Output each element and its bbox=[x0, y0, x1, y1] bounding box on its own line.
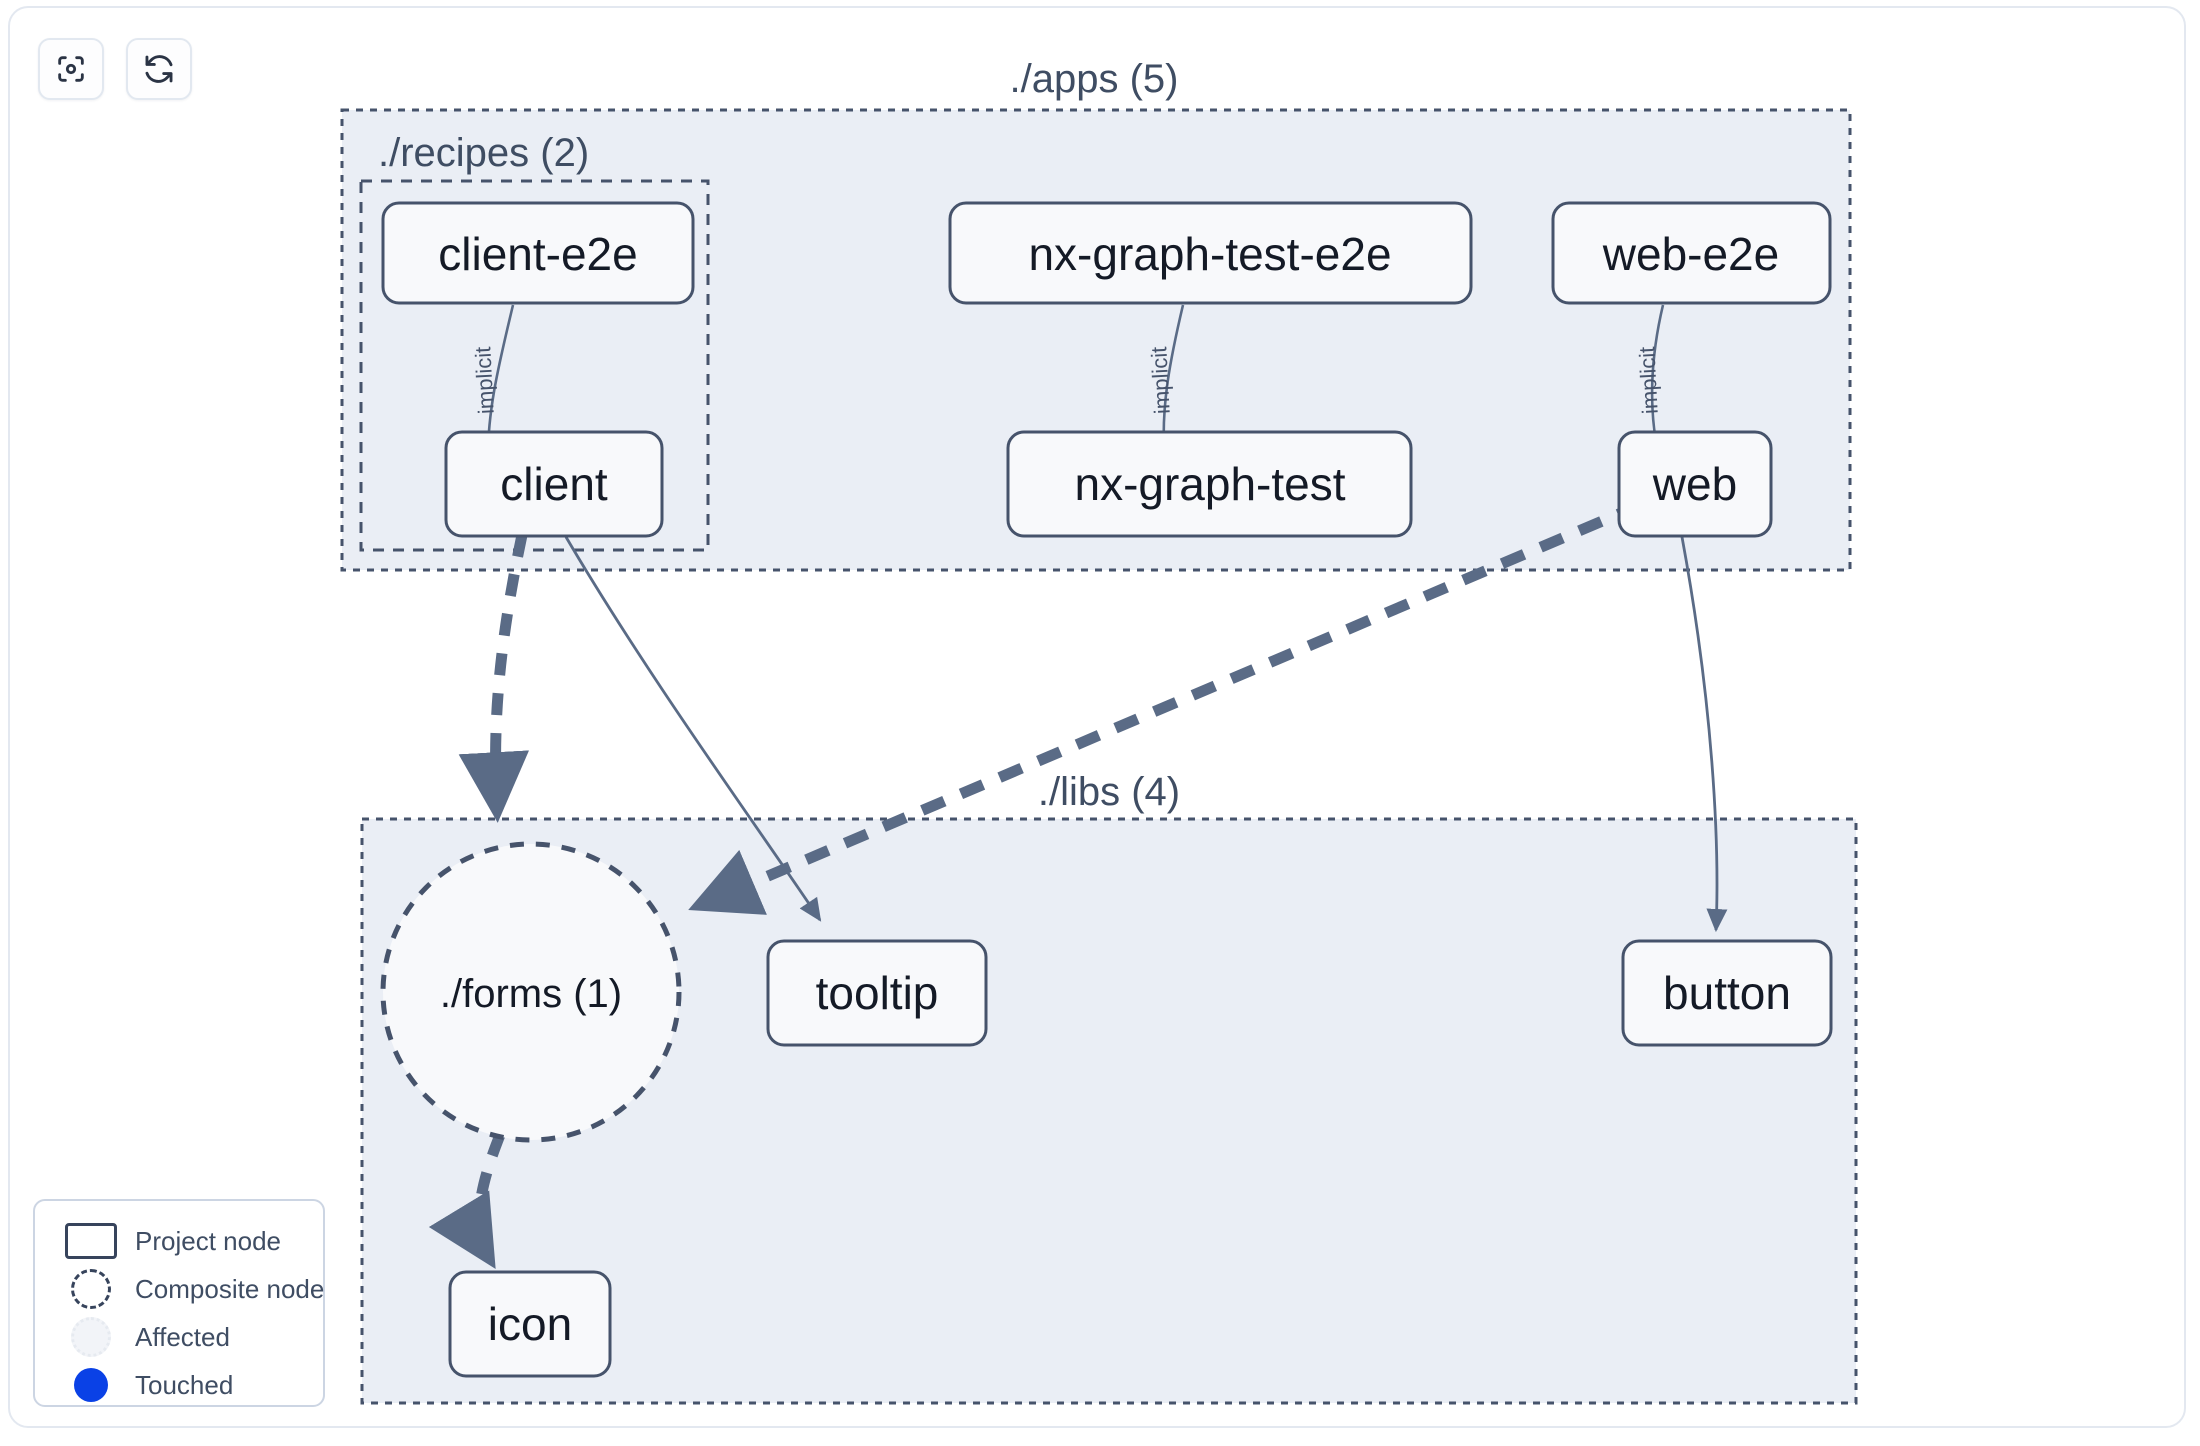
focus-graph-button[interactable] bbox=[38, 38, 104, 100]
node-label: tooltip bbox=[816, 967, 939, 1019]
edge-label-implicit: implicit bbox=[1634, 346, 1662, 414]
edge-label-implicit: implicit bbox=[1146, 346, 1174, 414]
edge-client-to-forms[interactable] bbox=[458, 533, 530, 823]
legend-item-touched: Touched bbox=[35, 1361, 323, 1409]
group-recipes-label: ./recipes (2) bbox=[378, 131, 589, 175]
legend-label: Touched bbox=[135, 1369, 234, 1400]
node-box bbox=[448, 1270, 612, 1378]
project-node-swatch bbox=[63, 1223, 119, 1259]
edge-client-to-tooltip[interactable] bbox=[564, 536, 822, 922]
graph-legend: Project node Composite node Affected Tou… bbox=[33, 1199, 325, 1407]
node-client[interactable]: client bbox=[444, 430, 664, 538]
node-web[interactable]: web bbox=[1617, 430, 1773, 538]
node-box bbox=[381, 201, 695, 305]
node-box bbox=[766, 939, 988, 1047]
legend-item-project-node: Project node bbox=[35, 1217, 323, 1265]
edge-forms-to-icon[interactable] bbox=[428, 1132, 506, 1269]
node-box bbox=[1006, 430, 1413, 538]
composite-node-swatch bbox=[63, 1269, 119, 1309]
node-box bbox=[1621, 939, 1833, 1047]
node-icon[interactable]: icon bbox=[448, 1270, 612, 1378]
legend-item-composite-node: Composite node bbox=[35, 1265, 325, 1313]
node-web-e2e[interactable]: web-e2e bbox=[1551, 201, 1832, 305]
edge-nx-graph-test-e2e-to-nx-graph-test[interactable]: implicit bbox=[1146, 304, 1185, 464]
node-box bbox=[1551, 201, 1832, 305]
legend-label: Project node bbox=[135, 1225, 281, 1256]
edge-path bbox=[458, 533, 530, 823]
touched-swatch bbox=[63, 1368, 119, 1402]
node-label: client bbox=[500, 458, 608, 510]
focus-target-icon bbox=[54, 52, 88, 86]
refresh-graph-button[interactable] bbox=[126, 38, 192, 100]
group-libs-label: ./libs (4) bbox=[1038, 770, 1180, 814]
graph-toolbar bbox=[38, 38, 192, 100]
affected-swatch bbox=[63, 1317, 119, 1357]
node-label: web-e2e bbox=[1602, 228, 1779, 280]
node-label: icon bbox=[488, 1298, 572, 1350]
node-box bbox=[444, 430, 664, 538]
node-label: nx-graph-test bbox=[1074, 458, 1345, 510]
node-forms-composite[interactable]: ./forms (1) bbox=[380, 841, 682, 1143]
edge-path bbox=[428, 1132, 506, 1269]
node-nx-graph-test-e2e[interactable]: nx-graph-test-e2e bbox=[948, 201, 1473, 305]
node-label: button bbox=[1663, 967, 1791, 1019]
node-nx-graph-test[interactable]: nx-graph-test bbox=[1006, 430, 1413, 538]
node-label: nx-graph-test-e2e bbox=[1028, 228, 1391, 280]
node-client-e2e[interactable]: client-e2e bbox=[381, 201, 695, 305]
legend-label: Affected bbox=[135, 1321, 230, 1352]
edge-path bbox=[564, 536, 822, 922]
node-button[interactable]: button bbox=[1621, 939, 1833, 1047]
legend-item-affected: Affected bbox=[35, 1313, 323, 1361]
node-label: client-e2e bbox=[438, 228, 637, 280]
node-box bbox=[948, 201, 1473, 305]
edge-path bbox=[1680, 536, 1728, 933]
composite-node-circle bbox=[380, 841, 682, 1143]
edge-label-implicit: implicit bbox=[470, 346, 498, 414]
group-apps-label: ./apps (5) bbox=[1010, 57, 1179, 101]
edge-web-to-forms[interactable] bbox=[688, 499, 1643, 915]
node-label: ./forms (1) bbox=[440, 972, 622, 1016]
edge-web-to-button[interactable] bbox=[1680, 536, 1728, 933]
node-label: web bbox=[1652, 458, 1737, 510]
node-box bbox=[1617, 430, 1773, 538]
legend-label: Composite node bbox=[135, 1273, 325, 1304]
refresh-icon bbox=[142, 52, 176, 86]
edge-path bbox=[688, 499, 1643, 915]
edge-client-e2e-to-client[interactable]: implicit bbox=[470, 304, 515, 464]
node-tooltip[interactable]: tooltip bbox=[766, 939, 988, 1047]
